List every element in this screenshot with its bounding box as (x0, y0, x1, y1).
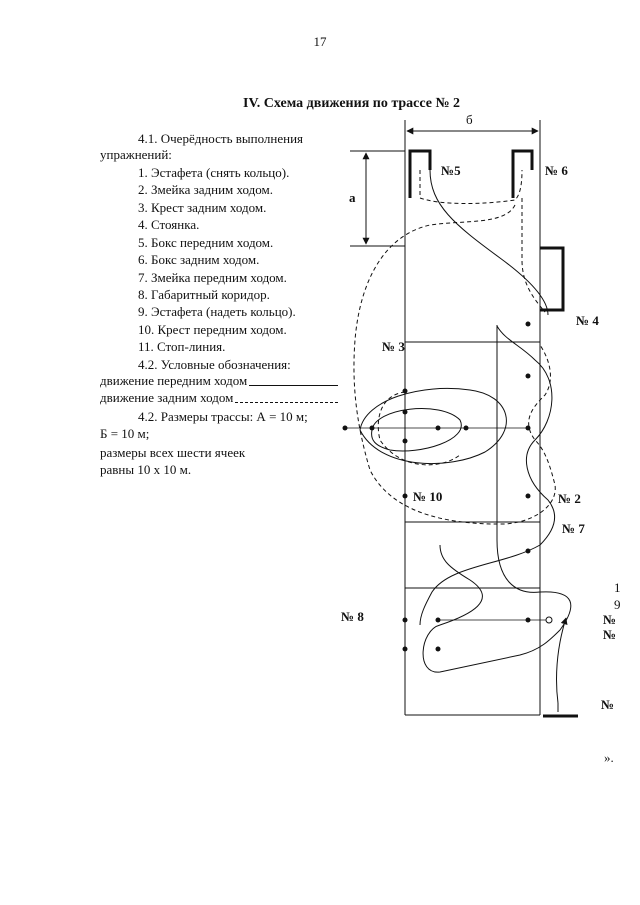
parking-4 (540, 246, 565, 312)
cross-guides (345, 427, 548, 621)
label-edge-1: 1 (614, 580, 621, 595)
trailing-quote: ». (604, 750, 614, 765)
label-box-6: № 6 (545, 163, 568, 178)
box-5-and-6 (408, 149, 534, 198)
track-outline (404, 120, 541, 716)
label-edge-n-c: № (601, 697, 615, 712)
list-item: 2. Змейка задним ходом. (138, 182, 273, 197)
label-corridor-8: № 8 (341, 609, 364, 624)
list-item: 6. Бокс задним ходом. (138, 252, 260, 267)
label-snake-7: № 7 (562, 521, 585, 536)
label-parking-4: № 4 (576, 313, 599, 328)
dimension-b-label: б (466, 112, 473, 127)
list-item: 1. Эстафета (снять кольцо). (138, 165, 290, 180)
legend-dashed-line: движение задним ходом (100, 390, 338, 405)
list-item: 11. Стоп-линия. (138, 339, 226, 354)
list-item: 8. Габаритный коридор. (138, 287, 270, 302)
label-cross-3: № 3 (382, 339, 405, 354)
legend-dashed-label: движение задним ходом (100, 390, 236, 405)
legend-solid-label: движение передним ходом (100, 373, 250, 388)
cells-note: размеры всех шести ячеек (100, 445, 246, 460)
label-cross-10: № 10 (413, 489, 443, 504)
dimension-b: Б = 10 м; (100, 426, 150, 441)
ring-marker (545, 616, 553, 624)
label-box-5: №5 (441, 163, 461, 178)
reverse-paths (353, 169, 556, 525)
label-edge-n-b: № (603, 627, 617, 642)
page-number: 17 (313, 34, 327, 49)
label-edge-9: 9 (614, 597, 621, 612)
label-edge-n-a: № (603, 612, 617, 627)
dimensions-heading: 4.2. Размеры трассы: А = 10 м; (138, 409, 308, 424)
dimension-a-label: а (349, 190, 356, 205)
list-item: 3. Крест задним ходом. (138, 200, 267, 215)
list-item: 9. Эстафета (надеть кольцо). (138, 304, 296, 319)
legend-solid-line: движение передним ходом (100, 373, 338, 388)
list-item: 7. Змейка передним ходом. (138, 270, 287, 285)
legend-heading: 4.2. Условные обозначения: (138, 357, 291, 372)
label-snake-2: № 2 (558, 491, 581, 506)
forward-paths (359, 169, 572, 712)
page-title: IV. Схема движения по трассе № 2 (243, 96, 461, 111)
dimension-lines (350, 127, 539, 247)
order-heading-cont: упражнений: (100, 147, 172, 162)
list-item: 4. Стоянка. (138, 217, 200, 232)
list-item: 5. Бокс передним ходом. (138, 235, 274, 250)
list-item: 10. Крест передним ходом. (138, 322, 287, 337)
cones (342, 321, 531, 652)
cells-note-cont: равны 10 х 10 м. (100, 462, 192, 477)
order-heading: 4.1. Очерёдность выполнения (138, 131, 304, 146)
